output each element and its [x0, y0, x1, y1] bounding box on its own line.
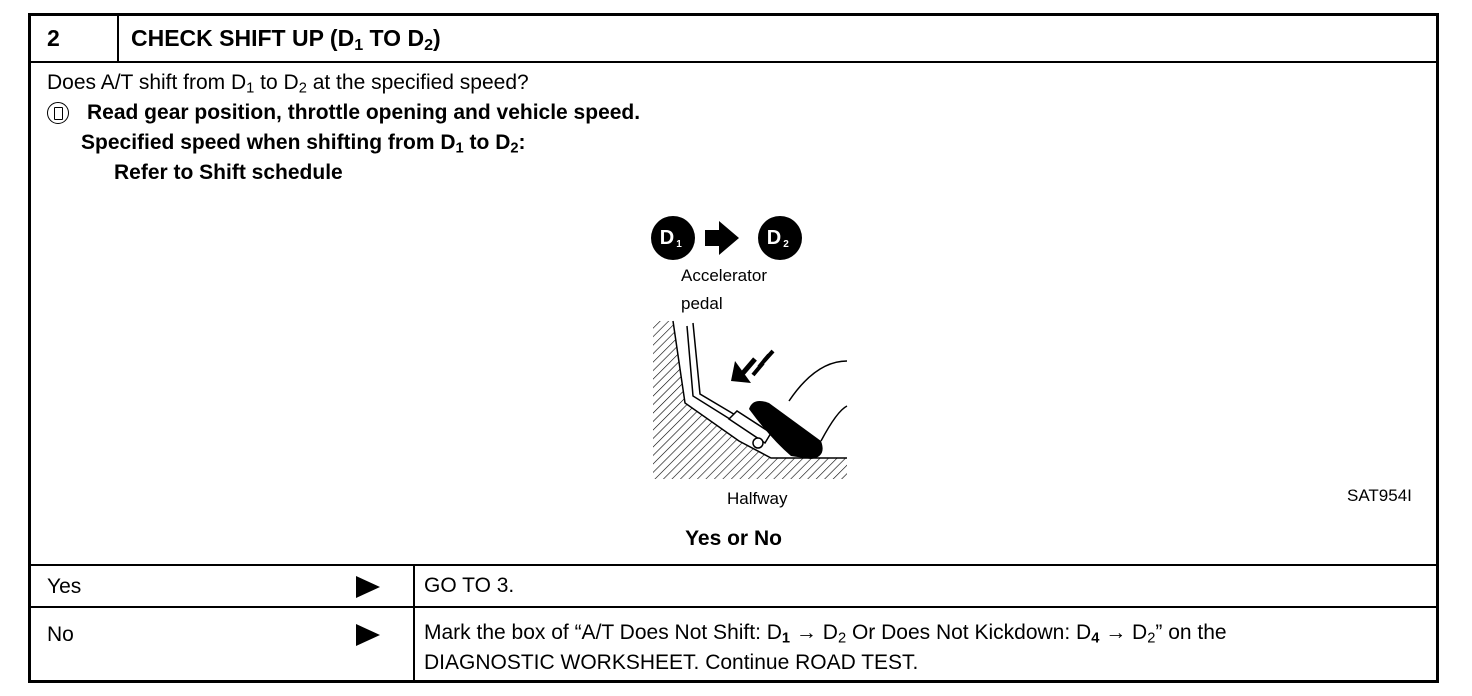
consult-tool-icon — [47, 102, 69, 124]
svg-text:D: D — [660, 227, 674, 249]
svg-text:2: 2 — [783, 239, 789, 250]
press-arrow-icon — [731, 349, 775, 383]
refer-text: Refer to Shift schedule — [114, 161, 343, 184]
specified-speed-text: Specified speed when shifting from D1 to… — [81, 131, 526, 157]
shoe-icon — [749, 401, 823, 459]
pedal-arm — [686, 325, 734, 422]
floor-wall-hatch — [653, 321, 847, 479]
svg-text:1: 1 — [676, 239, 682, 250]
result-row-no: No Mark the box of “A/T Does Not Shift: … — [31, 606, 1436, 680]
answer-yes-label: Yes — [47, 575, 82, 598]
gear-d1-badge: D 1 — [651, 216, 695, 260]
result-no-text: Mark the box of “A/T Does Not Shift: D1 … — [424, 621, 1227, 674]
accelerator-pedal-figure: D 1 D 2 Accelerator pedal — [651, 216, 848, 508]
step-title: CHECK SHIFT UP (D1 TO D2) — [131, 25, 441, 55]
right-triangle-icon — [356, 624, 380, 646]
diagnostic-step-table: 2 CHECK SHIFT UP (D1 TO D2) Does A/T shi… — [28, 13, 1439, 683]
yes-or-no-prompt: Yes or No — [685, 527, 782, 550]
figure-label-accelerator: Accelerator — [681, 266, 767, 285]
column-divider — [413, 566, 415, 606]
svg-text:D: D — [767, 227, 781, 249]
step-header: 2 CHECK SHIFT UP (D1 TO D2) — [31, 16, 1436, 63]
column-divider — [413, 608, 415, 680]
shift-arrow-icon — [705, 221, 739, 255]
answer-no-label: No — [47, 623, 74, 646]
gear-d2-badge: D 2 — [758, 216, 802, 260]
figure-reference-code: SAT954I — [1347, 486, 1412, 505]
instruction-text: Read gear position, throttle opening and… — [87, 101, 641, 124]
right-triangle-icon — [356, 576, 380, 598]
result-row-yes: Yes GO TO 3. — [31, 564, 1436, 606]
figure-label-pedal: pedal — [681, 294, 723, 313]
figure-caption-halfway: Halfway — [727, 489, 788, 508]
result-yes-text: GO TO 3. — [424, 574, 515, 597]
step-number: 2 — [31, 16, 119, 61]
question-text: Does A/T shift from D1 to D2 at the spec… — [47, 71, 529, 97]
